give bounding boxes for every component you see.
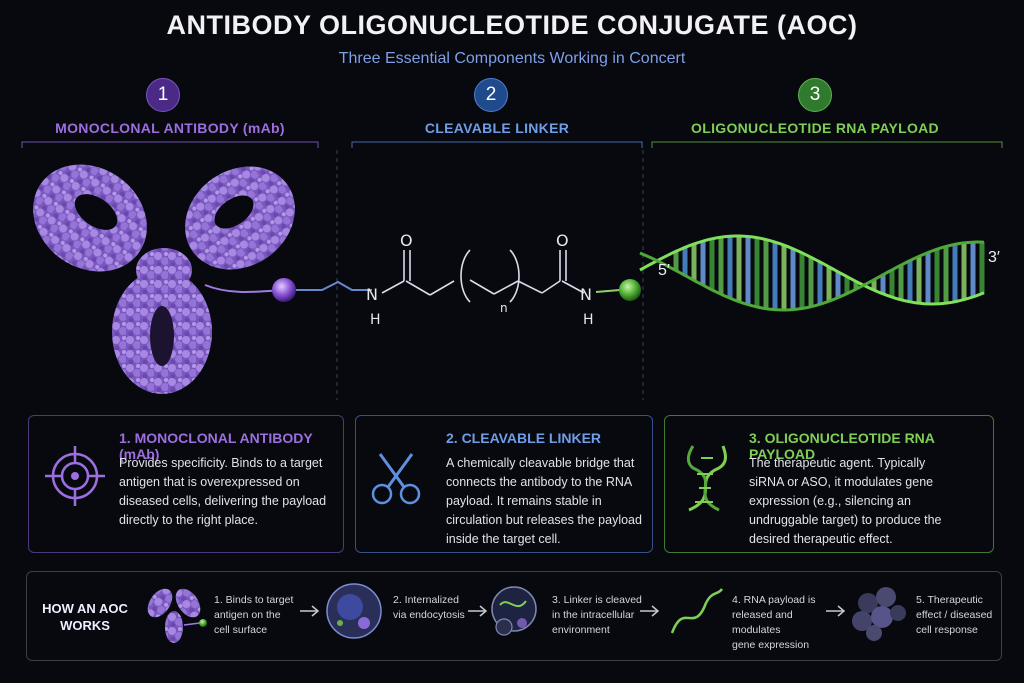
card-linker-title: 2. CLEAVABLE LINKER <box>446 430 602 446</box>
five-prime-label: 5′ <box>658 262 670 279</box>
card-linker: 2. CLEAVABLE LINKER A chemically cleavab… <box>355 415 653 553</box>
linker-structure <box>381 249 585 303</box>
base-pair <box>673 251 679 271</box>
base-pair <box>925 252 931 304</box>
how-it-works-panel <box>26 571 1002 661</box>
dna-icon <box>686 445 727 512</box>
page-subtitle: Three Essential Components Working in Co… <box>338 50 686 67</box>
antibody-icon <box>147 588 207 643</box>
base-pair <box>754 237 760 307</box>
payload-attachment-node <box>619 279 641 301</box>
arrow-1-icon <box>300 605 320 617</box>
base-pair <box>889 269 895 298</box>
rna-helix <box>639 234 985 312</box>
card-antibody: 1. MONOCLONAL ANTIBODY (mAb) Provides sp… <box>28 415 344 553</box>
base-pair <box>808 257 814 307</box>
base-pair <box>790 248 796 310</box>
base-pair <box>745 236 751 305</box>
base-pair <box>961 242 967 300</box>
scissors-icon <box>371 453 421 505</box>
base-pair <box>871 279 877 291</box>
repeat-subscript: n <box>500 301 508 315</box>
base-pair <box>952 244 958 302</box>
arrow-2-icon <box>468 605 488 617</box>
base-pair <box>817 261 823 305</box>
base-pair <box>700 241 706 286</box>
base-pair <box>682 247 688 276</box>
antibody-attachment-node <box>272 278 296 302</box>
target-icon <box>45 446 105 506</box>
base-pair <box>835 271 841 298</box>
base-pair <box>916 256 922 304</box>
base-pair <box>943 246 949 304</box>
base-pair <box>826 266 832 302</box>
base-pair <box>844 276 850 294</box>
antibody-graphic <box>33 164 295 394</box>
section-label-antibody: MONOCLONAL ANTIBODY (mAb) <box>55 120 285 136</box>
base-pair <box>907 260 913 302</box>
base-pair <box>781 245 787 310</box>
page-title: ANTIBODY OLIGONUCLEOTIDE CONJUGATE (AOC) <box>166 10 858 40</box>
base-pair <box>727 236 733 299</box>
nitrogen-right: N <box>580 285 592 304</box>
section-number-2: 2 <box>474 78 508 112</box>
cell-icon <box>326 583 382 639</box>
rna-strand-icon <box>670 588 724 634</box>
base-pair <box>880 274 886 294</box>
section-label-payload: OLIGONUCLEOTIDE RNA PAYLOAD <box>691 120 939 136</box>
nitrogen-left: N <box>366 285 378 304</box>
rna-backbone <box>639 240 985 312</box>
hydrogen-left: H <box>370 312 381 328</box>
section-brackets <box>21 141 1003 148</box>
base-pair <box>898 265 904 300</box>
cell-cluster-icon <box>852 587 906 641</box>
section-number-1: 1 <box>146 78 180 112</box>
base-pair <box>763 239 769 309</box>
arrow-3-icon <box>640 605 660 617</box>
arrow-4-icon <box>826 605 846 617</box>
base-pair <box>853 281 859 290</box>
card-payload: 3. OLIGONUCLEOTIDE RNA PAYLOAD The thera… <box>664 415 994 553</box>
how-it-works-icons <box>147 583 906 643</box>
base-pair <box>691 243 697 281</box>
section-label-linker: CLEAVABLE LINKER <box>424 120 570 136</box>
rna-backbone <box>639 234 985 306</box>
base-pair <box>970 242 976 297</box>
base-pair <box>736 236 742 302</box>
three-prime-label: 3′ <box>988 249 1000 266</box>
base-pair <box>979 242 985 294</box>
base-pair <box>772 242 778 310</box>
hydrogen-right: H <box>583 312 594 328</box>
card-antibody-title: 1. MONOCLONAL ANTIBODY (mAb) <box>119 430 313 462</box>
base-pair <box>709 238 715 290</box>
oxygen-right: O <box>556 231 569 250</box>
card-payload-title: 3. OLIGONUCLEOTIDE RNA PAYLOAD <box>749 430 935 462</box>
vesicle-icon <box>491 586 537 636</box>
oxygen-left: O <box>400 231 413 250</box>
base-pair <box>799 252 805 309</box>
base-pair <box>718 237 724 295</box>
base-pair <box>934 249 940 304</box>
section-number-3: 3 <box>798 78 832 112</box>
aoc-illustration: O O N N H H n 5′ 3′ <box>21 141 1003 400</box>
